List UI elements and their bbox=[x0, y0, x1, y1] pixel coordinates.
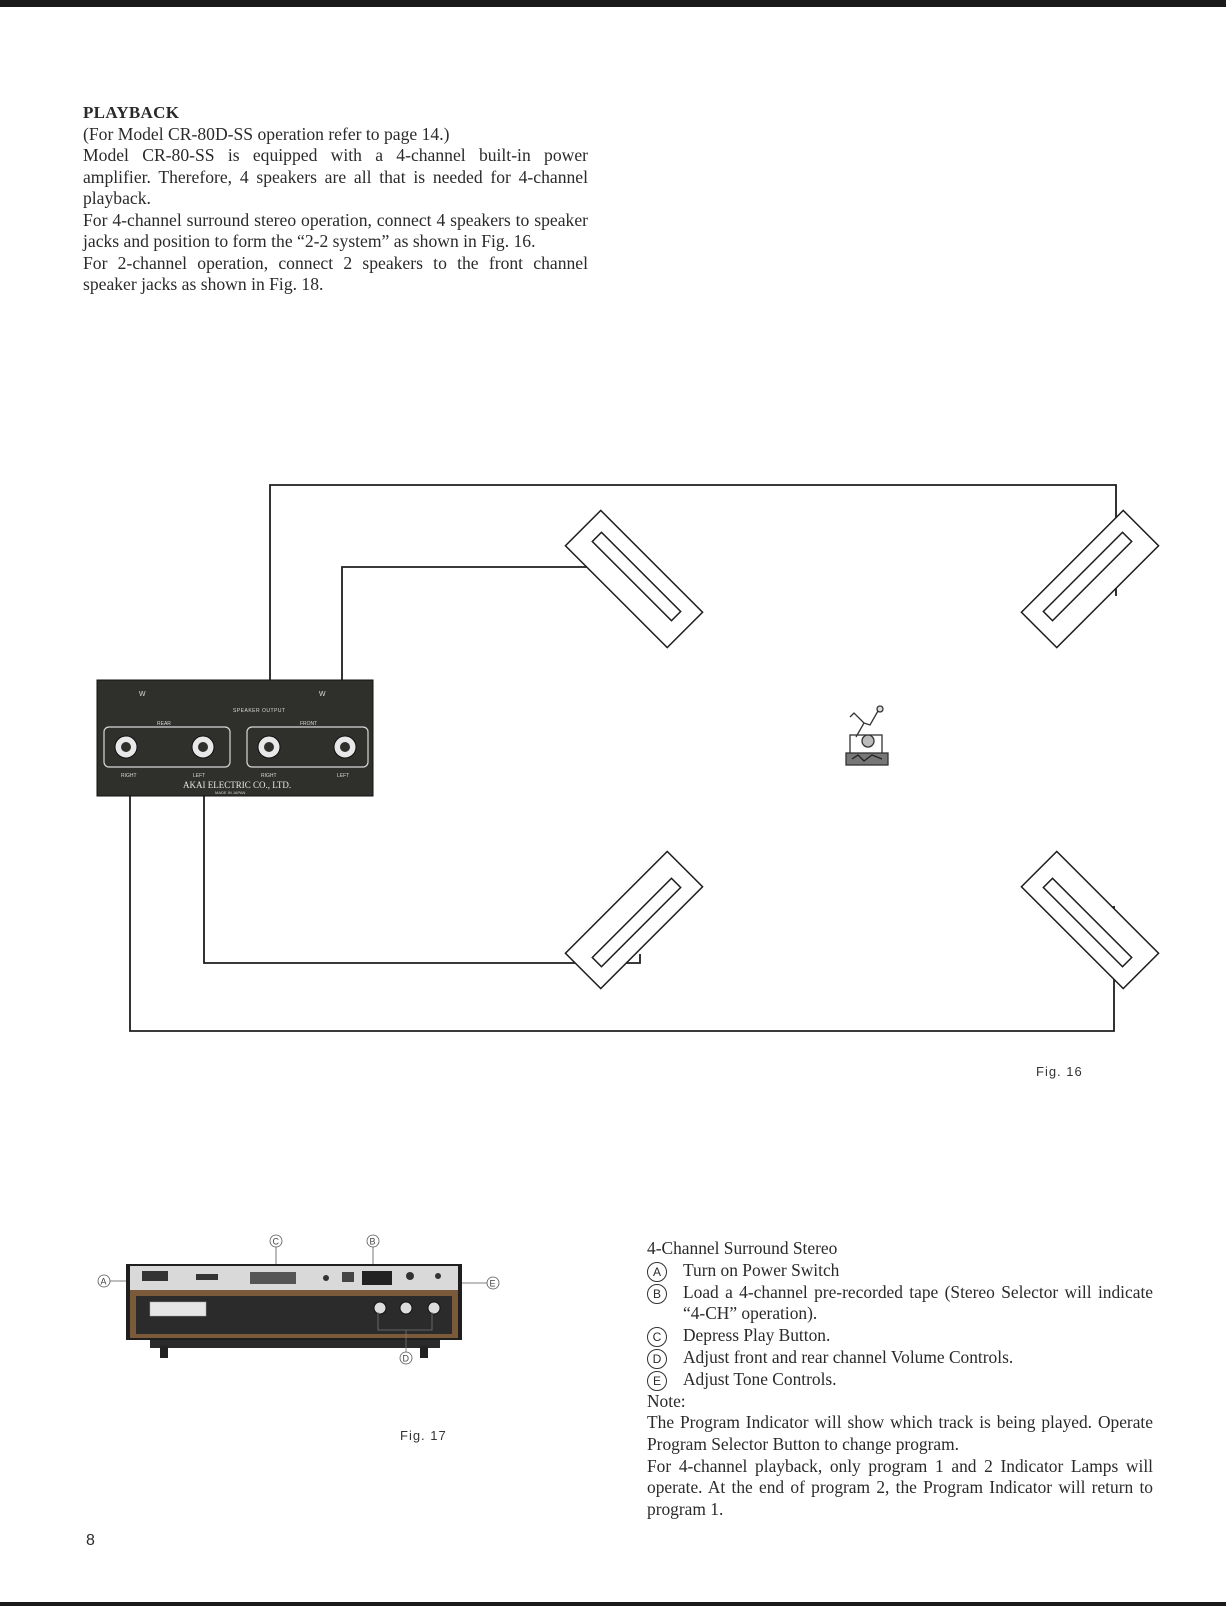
note-heading: Note: bbox=[647, 1390, 686, 1411]
speaker-rear-right bbox=[1020, 850, 1160, 990]
step-text-e: Adjust Tone Controls. bbox=[683, 1368, 837, 1389]
wire-rear-left bbox=[203, 796, 641, 964]
speaker-output-label: SPEAKER OUTPUT bbox=[233, 708, 286, 714]
surround-section: 4-Channel Surround Stereo A Turn on Powe… bbox=[647, 1238, 1153, 1520]
step-text-a: Turn on Power Switch bbox=[683, 1259, 840, 1280]
wire-front-left bbox=[341, 566, 636, 685]
surround-title: 4-Channel Surround Stereo bbox=[647, 1238, 838, 1258]
playback-section: PLAYBACK (For Model CR-80D-SS operation … bbox=[83, 102, 588, 296]
fig17-caption: Fig. 17 bbox=[400, 1428, 447, 1443]
step-text-d: Adjust front and rear channel Volume Con… bbox=[683, 1346, 1014, 1367]
page-number: 8 bbox=[86, 1532, 95, 1549]
front-panel-illustration: C B A E D bbox=[97, 1234, 500, 1365]
step-b: B Load a 4-channel pre-recorded tape (St… bbox=[647, 1282, 1153, 1325]
callout-d: D bbox=[403, 1354, 410, 1364]
callout-e: E bbox=[490, 1279, 496, 1289]
svg-text:w: w bbox=[138, 688, 146, 698]
speaker-rear-left bbox=[564, 850, 704, 990]
step-mark-a: A bbox=[647, 1261, 667, 1282]
fig16-caption: Fig. 16 bbox=[1036, 1064, 1083, 1079]
speakers bbox=[564, 509, 1160, 990]
intro-paragraph: (For Model CR-80D-SS operation refer to … bbox=[83, 123, 450, 144]
callout-a: A bbox=[101, 1277, 107, 1287]
two-channel-paragraph: For 2-channel operation, connect 2 speak… bbox=[83, 252, 588, 295]
jack-label-1: RIGHT bbox=[121, 773, 137, 779]
svg-text:w: w bbox=[318, 688, 326, 698]
wire-front-right bbox=[269, 484, 1117, 685]
step-text-c: Depress Play Button. bbox=[683, 1324, 831, 1345]
rear-label: REAR bbox=[157, 721, 171, 727]
speaker-front-right bbox=[1020, 509, 1160, 649]
four-channel-paragraph: For 4-channel surround stereo operation,… bbox=[83, 209, 588, 252]
callout-c: C bbox=[273, 1237, 280, 1247]
bottom-border bbox=[0, 1602, 1226, 1606]
step-text-b: Load a 4-channel pre-recorded tape (Ster… bbox=[683, 1281, 1153, 1324]
top-border bbox=[0, 0, 1226, 7]
jack-label-2: LEFT bbox=[193, 773, 205, 779]
speaker-front-left bbox=[564, 509, 704, 649]
jack-label-4: LEFT bbox=[337, 773, 349, 779]
note-paragraph-1: The Program Indicator will show which tr… bbox=[647, 1412, 1153, 1454]
section-heading: PLAYBACK bbox=[83, 103, 180, 122]
maker-label: AKAI ELECTRIC CO., LTD. bbox=[183, 780, 291, 790]
step-e: E Adjust Tone Controls. bbox=[647, 1369, 1153, 1391]
made-in-label: MADE IN JAPAN bbox=[215, 790, 245, 795]
step-mark-e: E bbox=[647, 1370, 667, 1391]
jack-label-3: RIGHT bbox=[261, 773, 277, 779]
step-d: D Adjust front and rear channel Volume C… bbox=[647, 1347, 1153, 1369]
note-paragraph-2: For 4-channel playback, only program 1 a… bbox=[647, 1455, 1153, 1519]
callout-b: B bbox=[370, 1237, 376, 1247]
rear-panel: w w SPEAKER OUTPUT REAR FRONT RIGHT LEFT… bbox=[96, 679, 374, 797]
step-mark-c: C bbox=[647, 1326, 667, 1347]
step-c: C Depress Play Button. bbox=[647, 1325, 1153, 1347]
speaker-wiring-diagram: w w SPEAKER OUTPUT REAR FRONT RIGHT LEFT… bbox=[96, 484, 1160, 1032]
listener-figure bbox=[845, 705, 889, 766]
step-mark-d: D bbox=[647, 1348, 667, 1369]
step-mark-b: B bbox=[647, 1283, 667, 1304]
model-paragraph: Model CR-80-SS is equipped with a 4-chan… bbox=[83, 145, 588, 208]
front-label: FRONT bbox=[300, 721, 317, 727]
step-a: A Turn on Power Switch bbox=[647, 1260, 1153, 1282]
